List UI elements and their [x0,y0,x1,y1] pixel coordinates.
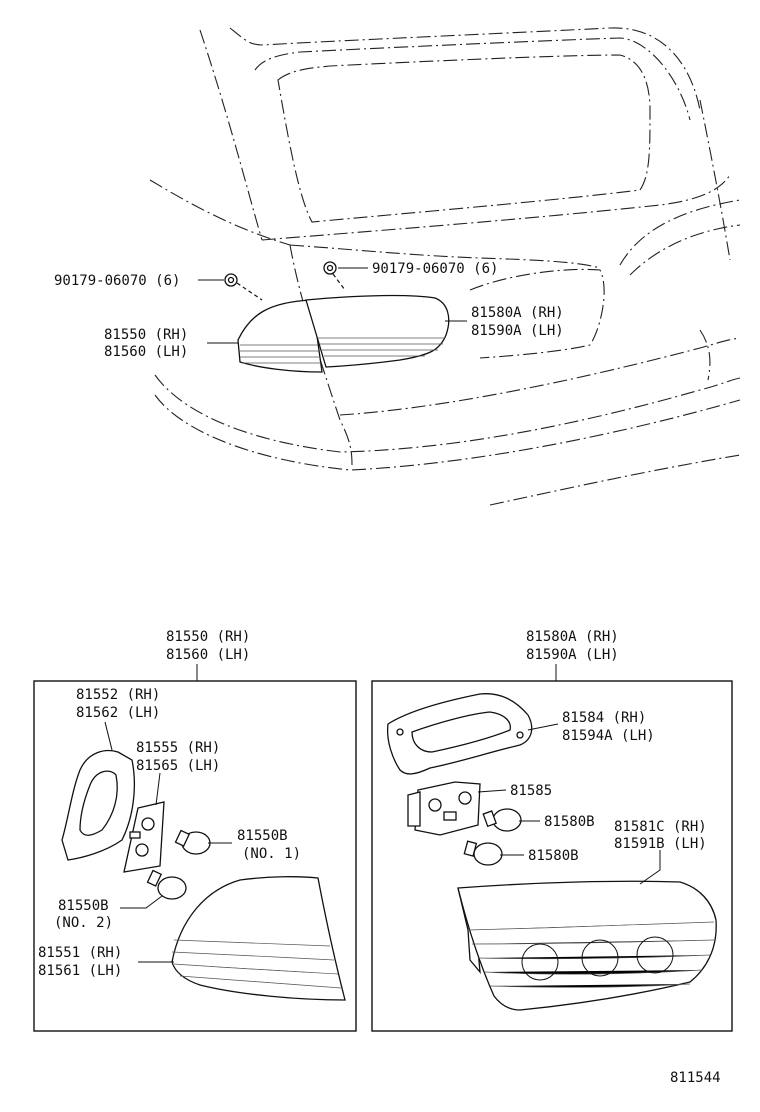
nut-right [323,261,337,275]
left-box-title-lh: 81560 (LH) [166,647,250,663]
figure-code: 811544 [670,1070,721,1086]
socket-rh-label: 81555 (RH) [136,740,220,756]
bulb2-label: 81550B [58,898,109,914]
right-box-title-lh: 81590A (LH) [526,647,619,663]
vehicle-body-outline [149,27,741,506]
callout-nut-left: 90179-06070 (6) [54,273,180,289]
callout-inner-lamp-lh: 81590A (LH) [471,323,564,339]
nut-left [224,273,238,287]
socket-lh-label: 81565 (LH) [136,758,220,774]
bulb1-label: 81550B [237,828,288,844]
gasket-rh-label: 81552 (RH) [76,687,160,703]
bulb-no2 [146,869,187,900]
inner-gasket-lh-label: 81594A (LH) [562,728,655,744]
inner-bulb-a-label: 81580B [544,814,595,830]
inner-gasket-rh-label: 81584 (RH) [562,710,646,726]
inner-socket-label: 81585 [510,783,552,799]
inner-bulb-b-label: 81580B [528,848,579,864]
lens-rh-label: 81551 (RH) [38,945,122,961]
inner-lamp-gasket [386,693,533,775]
inner-bulb-a [482,808,522,832]
callout-outer-lamp-rh: 81550 (RH) [104,327,188,343]
callout-outer-lamp-lh: 81560 (LH) [104,344,188,360]
left-detail-box [33,680,357,1032]
right-box-title-rh: 81580A (RH) [526,629,619,645]
callout-inner-lamp-rh: 81580A (RH) [471,305,564,321]
inner-bulb-b [463,840,503,866]
bulb1-note: (NO. 1) [242,846,301,862]
callout-nut-right: 90179-06070 (6) [372,261,498,277]
inner-tail-lamp-assembled [305,294,450,368]
gasket-lh-label: 81562 (LH) [76,705,160,721]
bulb2-note: (NO. 2) [54,915,113,931]
lens-lh-label: 81561 (LH) [38,963,122,979]
outer-lamp-socket [123,801,165,873]
inner-lens-rh-label: 81581C (RH) [614,819,707,835]
inner-lamp-socket [407,781,481,836]
outer-tail-lamp-assembled [237,299,323,373]
inner-lens-lh-label: 81591B (LH) [614,836,707,852]
inner-lamp-lens [457,880,717,1011]
outer-lamp-gasket [61,749,136,861]
right-detail-box [371,680,733,1032]
outer-lamp-lens [171,876,346,1001]
bulb-no1 [174,829,211,855]
left-box-title-rh: 81550 (RH) [166,629,250,645]
